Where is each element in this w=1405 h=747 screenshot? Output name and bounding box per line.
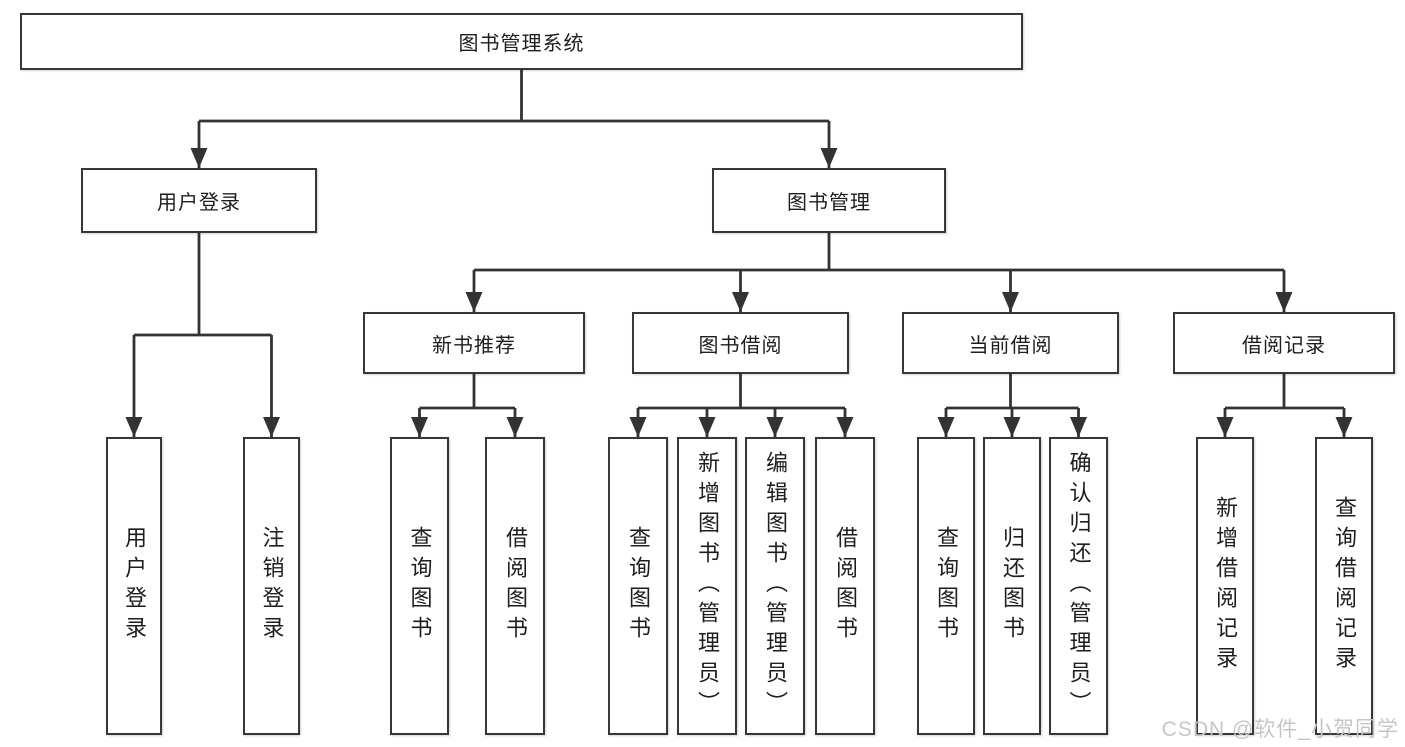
leaf-add-books-admin: 新增图书（管理员） bbox=[677, 437, 737, 735]
leaf-query-books-recommend: 查询图书 bbox=[390, 437, 449, 735]
leaf-query-books-current: 查询图书 bbox=[917, 437, 975, 735]
node-label: 查询图书 bbox=[407, 526, 433, 646]
node-label: 借阅记录 bbox=[1242, 334, 1326, 357]
leaf-edit-books-admin: 编辑图书（管理员） bbox=[745, 437, 805, 735]
node-label: 借阅图书 bbox=[833, 526, 858, 646]
leaf-borrow-books: 借阅图书 bbox=[815, 437, 875, 735]
node-library-management-system: 图书管理系统 bbox=[20, 13, 1023, 70]
node-current-borrowing: 当前借阅 bbox=[902, 312, 1119, 374]
node-borrow-records: 借阅记录 bbox=[1173, 312, 1395, 374]
node-label: 查询借阅记录 bbox=[1332, 496, 1357, 676]
node-label: 新书推荐 bbox=[432, 334, 516, 357]
csdn-watermark: CSDN @软件_小贺同学 bbox=[1161, 718, 1399, 741]
leaf-confirm-return-admin: 确认归还（管理员） bbox=[1049, 437, 1108, 735]
leaf-borrow-books-recommend: 借阅图书 bbox=[485, 437, 545, 735]
node-label: 图书借阅 bbox=[698, 334, 783, 357]
node-label: 归还图书 bbox=[1000, 526, 1025, 646]
node-book-management: 图书管理 bbox=[712, 168, 946, 233]
node-label: 借阅图书 bbox=[503, 526, 528, 646]
node-label: 确认归还（管理员） bbox=[1066, 451, 1092, 721]
node-label: 用户登录 bbox=[122, 526, 147, 646]
leaf-return-books: 归还图书 bbox=[983, 437, 1041, 735]
leaf-logout-login: 注销登录 bbox=[243, 437, 300, 735]
node-user-login: 用户登录 bbox=[81, 168, 317, 233]
leaf-add-borrow-record: 新增借阅记录 bbox=[1196, 437, 1254, 735]
leaf-user-login: 用户登录 bbox=[106, 437, 162, 735]
node-new-book-recommend: 新书推荐 bbox=[363, 312, 585, 374]
node-label: 当前借阅 bbox=[968, 334, 1053, 357]
node-label: 新增图书（管理员） bbox=[695, 451, 720, 721]
node-label: 查询图书 bbox=[626, 526, 651, 646]
node-label: 图书管理 bbox=[787, 192, 871, 214]
node-label: 用户登录 bbox=[157, 192, 241, 214]
node-label: 新增借阅记录 bbox=[1213, 496, 1238, 676]
leaf-query-books-borrowing: 查询图书 bbox=[608, 437, 668, 735]
node-label: 图书管理系统 bbox=[458, 33, 585, 55]
node-label: 查询图书 bbox=[934, 526, 959, 646]
node-label: 编辑图书（管理员） bbox=[763, 451, 788, 721]
node-label: 注销登录 bbox=[259, 526, 285, 646]
node-book-borrowing: 图书借阅 bbox=[632, 312, 849, 374]
leaf-query-borrow-record: 查询借阅记录 bbox=[1315, 437, 1373, 735]
